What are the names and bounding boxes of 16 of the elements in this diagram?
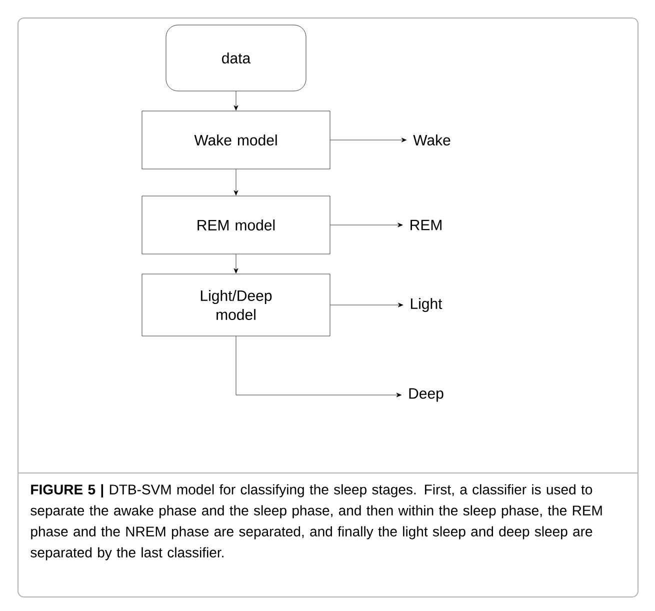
start-box: data [166, 24, 306, 92]
arrow [330, 222, 403, 228]
output-label: Wake [413, 134, 450, 146]
arrow [234, 254, 238, 274]
model-box: REM model [142, 196, 330, 254]
output-label: REM [410, 220, 442, 230]
arrow [330, 302, 404, 308]
model-box: Wake model [142, 110, 330, 170]
arrow [330, 138, 407, 142]
figure-caption: FIGURE 5 | DTB-SVM model for classifying the sleep stages. First, a classifier is used to separate the awake phase and the sleep phase, and then within the sleep phase, the REM phase and the NREM phase are separated, and finally the light sleep and deep sleep are separated by the last classifier. [30, 484, 602, 560]
output-label: Deep [409, 388, 444, 402]
arrow [234, 169, 238, 196]
arrow [234, 91, 238, 110]
output-label: Light [410, 298, 442, 312]
arrow [236, 336, 402, 398]
model-box: Light/Deep model [142, 274, 330, 336]
